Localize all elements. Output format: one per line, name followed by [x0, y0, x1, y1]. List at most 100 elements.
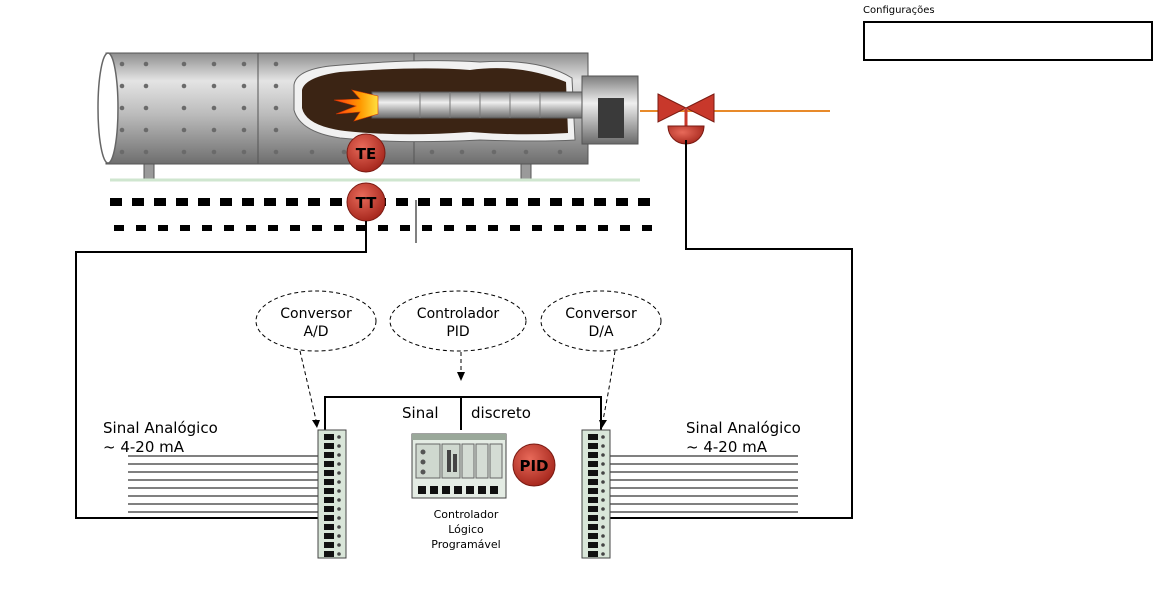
discrete-signal-label-right: discreto	[471, 404, 531, 422]
ground-mark	[290, 225, 300, 231]
io-terminal	[324, 434, 334, 440]
io-led	[601, 552, 605, 556]
io-terminal	[588, 470, 598, 476]
io-led	[337, 480, 341, 484]
io-led	[601, 507, 605, 511]
ground-mark	[286, 198, 298, 206]
analog-signal-left-line2: ~ 4-20 mA	[103, 438, 185, 456]
ground-mark	[154, 198, 166, 206]
ground-mark	[246, 225, 256, 231]
rivet	[181, 127, 187, 133]
plc-connector	[490, 486, 498, 494]
analog-signal-left-line1: Sinal Analógico	[103, 419, 218, 437]
rivet	[557, 149, 563, 155]
ground-mark	[330, 198, 342, 206]
analog-signal-lines	[128, 455, 798, 513]
rivet	[119, 105, 125, 111]
pid-controller-line1: Controlador	[417, 306, 500, 322]
io-led	[337, 435, 341, 439]
plc-rack[interactable]	[411, 433, 507, 499]
ground-mark	[444, 225, 454, 231]
plc-connector	[478, 486, 486, 494]
furnace-rivets	[119, 61, 563, 155]
rivet	[273, 83, 279, 89]
ground-mark	[532, 225, 542, 231]
rivet	[143, 83, 149, 89]
rivet	[211, 83, 217, 89]
plc-connector	[442, 486, 450, 494]
plc-label-line2: Lógico	[448, 523, 484, 536]
io-terminal	[324, 542, 334, 548]
ground-mark	[220, 198, 232, 206]
da-converter-bubble: Conversor D/A	[540, 290, 662, 352]
discrete-signal-label-left: Sinal	[402, 404, 439, 422]
ground-mark	[334, 225, 344, 231]
io-led	[601, 462, 605, 466]
io-terminal	[588, 497, 598, 503]
temperature-transmitter[interactable]: TT	[346, 182, 386, 222]
ground-mark	[572, 198, 584, 206]
io-terminal	[324, 452, 334, 458]
ad-converter-line1: Conversor	[280, 306, 352, 322]
io-led	[601, 543, 605, 547]
rivet	[459, 149, 465, 155]
rivet	[181, 61, 187, 67]
ad-converter-line2: A/D	[303, 324, 328, 340]
rivet	[241, 149, 247, 155]
ground-mark	[180, 225, 190, 231]
io-led	[337, 462, 341, 466]
rivet	[119, 149, 125, 155]
io-terminal	[324, 524, 334, 530]
io-led	[601, 444, 605, 448]
plc-connector	[454, 486, 462, 494]
ground-mark	[308, 198, 320, 206]
ground-mark	[616, 198, 628, 206]
settings-input[interactable]	[863, 21, 1153, 61]
io-led	[601, 471, 605, 475]
rivet	[143, 127, 149, 133]
plc-connector	[466, 486, 474, 494]
rivet	[273, 105, 279, 111]
io-led	[601, 480, 605, 484]
ad-io-module[interactable]	[317, 429, 347, 559]
rivet	[273, 61, 279, 67]
io-terminal	[588, 506, 598, 512]
ground-mark	[158, 225, 168, 231]
control-valve[interactable]	[657, 93, 715, 145]
ground-mark	[422, 225, 432, 231]
io-led	[337, 507, 341, 511]
io-terminal	[588, 515, 598, 521]
ground-mark	[620, 225, 630, 231]
rivet	[273, 127, 279, 133]
io-terminal	[588, 479, 598, 485]
pid-badge-label: PID	[519, 457, 548, 475]
plc-label-line1: Controlador	[434, 508, 499, 521]
rivet	[491, 149, 497, 155]
ground-mark	[488, 225, 498, 231]
io-led	[601, 489, 605, 493]
te-label: TE	[356, 145, 376, 163]
ground-mark	[268, 225, 278, 231]
io-terminal	[324, 533, 334, 539]
rivet	[341, 149, 347, 155]
arrow-heads	[312, 372, 607, 428]
ground-mark	[638, 198, 650, 206]
ground-mark	[114, 225, 124, 231]
ground-mark	[642, 225, 652, 231]
io-terminal	[588, 524, 598, 530]
rivet	[241, 83, 247, 89]
io-terminal	[588, 488, 598, 494]
io-led	[337, 552, 341, 556]
pid-badge: PID	[512, 443, 556, 487]
burner-housing-window	[598, 98, 624, 138]
ground-mark	[418, 198, 430, 206]
tt-label: TT	[356, 194, 378, 212]
io-led	[601, 525, 605, 529]
io-led	[337, 498, 341, 502]
temperature-element[interactable]: TE	[346, 133, 386, 173]
io-terminal	[588, 542, 598, 548]
rivet	[211, 61, 217, 67]
io-led	[337, 444, 341, 448]
da-io-module[interactable]	[581, 429, 611, 559]
